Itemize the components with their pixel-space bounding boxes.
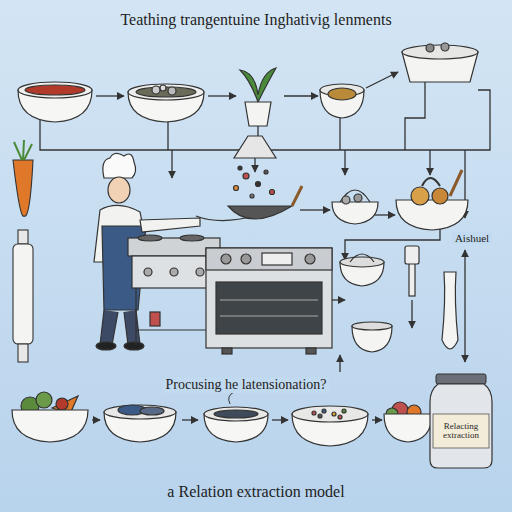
diagram-title: Teathing trangentuine Inghativig lenment… — [120, 11, 391, 29]
left-tools — [13, 140, 33, 362]
top-bowls — [18, 43, 478, 126]
wok — [196, 136, 302, 221]
side-label: Procusing he latensionation? — [163, 377, 330, 392]
diagram-caption: a Relation extraction model — [167, 483, 344, 501]
jar-node: Relacting extraction — [428, 372, 494, 470]
side-label: Aishuel — [452, 232, 492, 244]
flow-lines — [40, 72, 490, 420]
right-kitchenware — [332, 170, 468, 352]
oven — [206, 248, 332, 354]
jar-label-text: Relacting extraction — [437, 422, 485, 441]
